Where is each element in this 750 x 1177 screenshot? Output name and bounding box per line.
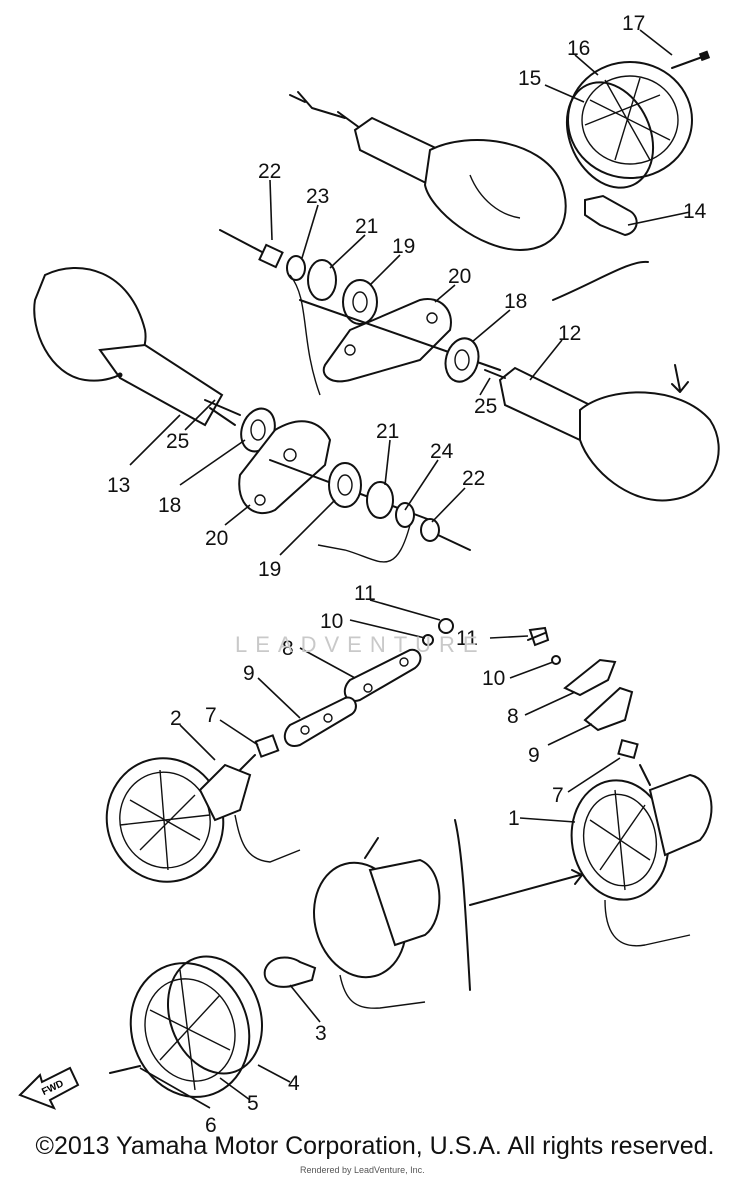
callout-22-lower: 22 [462,467,485,490]
lens-assembly-16 [565,50,711,189]
callout-17: 17 [622,12,645,35]
bracket-hardware-right [527,626,651,786]
callout-25-left: 25 [166,430,189,453]
callout-2: 2 [170,707,182,730]
front-flasher-13 [33,267,241,427]
leadventure-logo: LEADVENTURE [235,632,486,657]
rear-flasher-12 [484,364,720,502]
render-watermark: Rendered by LeadVenture, Inc. [300,1165,425,1175]
callout-18-lower: 18 [158,494,181,517]
callout-19-lower: 19 [258,558,281,581]
front-flasher-2 [105,754,301,883]
callout-13: 13 [107,474,130,497]
bracket-hardware-left [254,618,454,758]
callout-9-left: 9 [243,662,255,685]
callout-10-left: 10 [320,610,343,633]
callout-14: 14 [683,200,707,223]
fwd-arrow-icon: FWD [18,1066,80,1110]
callout-11-left: 11 [354,582,376,605]
callout-15: 15 [518,67,541,90]
callout-6: 6 [205,1114,217,1137]
callout-5: 5 [247,1092,259,1115]
callout-4: 4 [288,1072,300,1095]
callout-8-right: 8 [507,705,519,728]
callout-7-left: 7 [205,704,217,727]
front-lens-5 [109,955,264,1098]
callout-19-upper: 19 [392,235,415,258]
callout-labels: 17 16 15 14 22 23 21 19 20 18 12 25 13 2… [107,12,707,1137]
callout-21-lower: 21 [376,420,399,443]
callout-10-right: 10 [482,667,505,690]
callout-1: 1 [508,807,520,830]
copyright-notice: ©2013 Yamaha Motor Corporation, U.S.A. A… [35,1132,715,1160]
callout-25-right: 25 [474,395,497,418]
callout-22-upper: 22 [258,160,281,183]
callout-11-right: 11 [456,627,478,650]
leader-lines [129,29,691,1109]
callout-7-right: 7 [552,784,564,807]
mount-hardware-lower [238,407,471,563]
callout-3: 3 [315,1022,327,1045]
rear-flasher-1 [570,773,713,947]
callout-9-right: 9 [528,744,540,767]
bulb-14 [584,194,638,237]
callout-16: 16 [567,37,590,60]
flasher-housing [263,819,583,1009]
callout-12: 12 [558,322,581,345]
callout-8-left: 8 [282,637,294,660]
callout-18-upper: 18 [504,290,527,313]
callout-20-upper: 20 [448,265,471,288]
callout-24: 24 [430,440,454,463]
rear-flasher-assembly-top [289,91,649,301]
callout-21-upper: 21 [355,215,378,238]
callout-20-lower: 20 [205,527,228,550]
callout-23-upper: 23 [306,185,329,208]
mount-hardware-upper [219,229,501,396]
